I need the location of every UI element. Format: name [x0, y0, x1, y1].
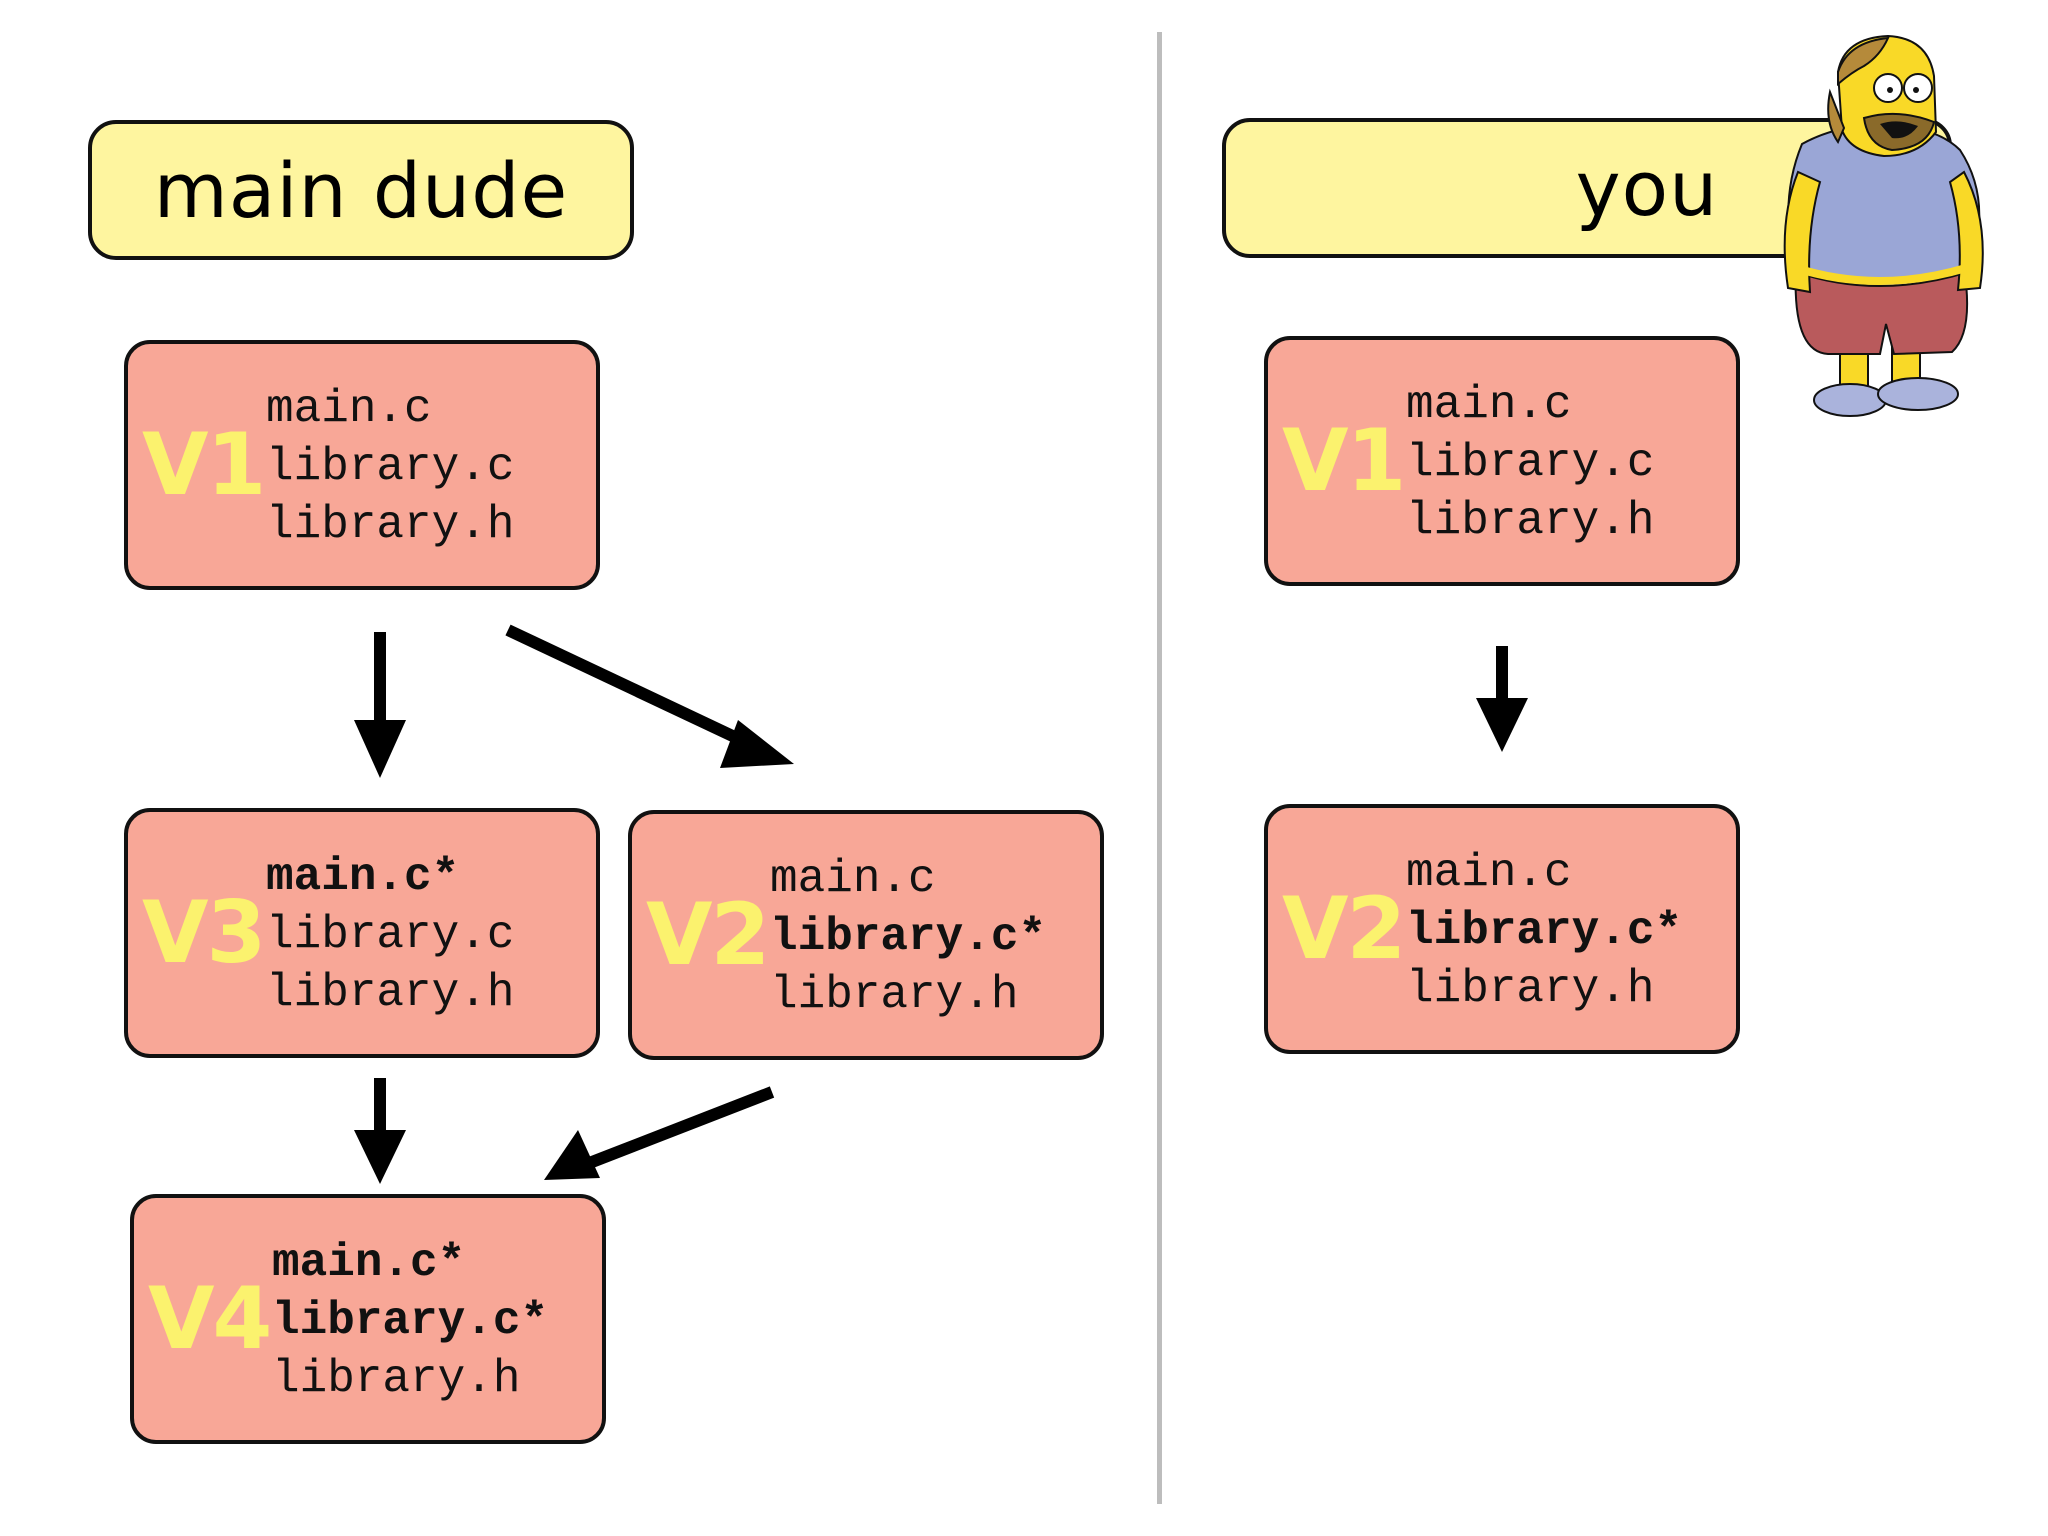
version-label: V4: [148, 1269, 272, 1369]
main-dude-header: main dude: [88, 120, 634, 260]
arrow-v1-to-v2: [505, 624, 761, 754]
file-library-c-modified: library.c*: [1406, 905, 1683, 957]
file-main-c-modified: main.c*: [266, 851, 460, 903]
arrowhead-v2-to-v4: [544, 1130, 600, 1180]
file-list: main.c library.c library.h: [1406, 376, 1654, 550]
arrowhead-you-v1-to-v2: [1476, 698, 1528, 752]
left-version-v1-box: V1 main.c library.c library.h: [124, 340, 600, 590]
cartoon-character-icon: [1783, 34, 1984, 417]
file-list: main.c library.c* library.h: [770, 850, 1046, 1024]
version-label: V2: [646, 885, 770, 985]
arrow-v2-to-v4: [589, 1086, 775, 1168]
file-library-h: library.h: [266, 967, 515, 1019]
right-version-v1-box: V1 main.c library.c library.h: [1264, 336, 1740, 586]
file-list: main.c* library.c library.h: [266, 848, 514, 1022]
file-main-c: main.c: [770, 853, 936, 905]
arrowhead-v3-to-v4: [354, 1130, 406, 1184]
file-library-c: library.c: [266, 909, 515, 961]
file-main-c: main.c: [1406, 379, 1572, 431]
right-version-v2-box: V2 main.c library.c* library.h: [1264, 804, 1740, 1054]
left-version-v3-box: V3 main.c* library.c library.h: [124, 808, 600, 1058]
version-label: V2: [1282, 879, 1406, 979]
arrowhead-v1-to-v3: [354, 720, 406, 778]
file-library-c-modified: library.c*: [272, 1295, 549, 1347]
left-version-v2-box: V2 main.c library.c* library.h: [628, 810, 1104, 1060]
file-library-h: library.h: [266, 499, 515, 551]
file-main-c-modified: main.c*: [272, 1237, 466, 1289]
file-library-h: library.h: [1406, 963, 1655, 1015]
file-list: main.c* library.c* library.h: [272, 1234, 548, 1408]
file-library-h: library.h: [272, 1353, 521, 1405]
file-main-c: main.c: [266, 383, 432, 435]
left-version-v4-box: V4 main.c* library.c* library.h: [130, 1194, 606, 1444]
version-label: V3: [142, 883, 266, 983]
version-label: V1: [142, 415, 266, 515]
file-list: main.c library.c* library.h: [1406, 844, 1682, 1018]
panel-divider: [1157, 32, 1162, 1504]
arrowhead-v1-to-v2: [720, 720, 794, 768]
file-library-h: library.h: [1406, 495, 1655, 547]
file-library-c: library.c: [1406, 437, 1655, 489]
file-library-c-modified: library.c*: [770, 911, 1047, 963]
file-library-h: library.h: [770, 969, 1019, 1021]
file-list: main.c library.c library.h: [266, 380, 514, 554]
file-main-c: main.c: [1406, 847, 1572, 899]
file-library-c: library.c: [266, 441, 515, 493]
version-label: V1: [1282, 411, 1406, 511]
